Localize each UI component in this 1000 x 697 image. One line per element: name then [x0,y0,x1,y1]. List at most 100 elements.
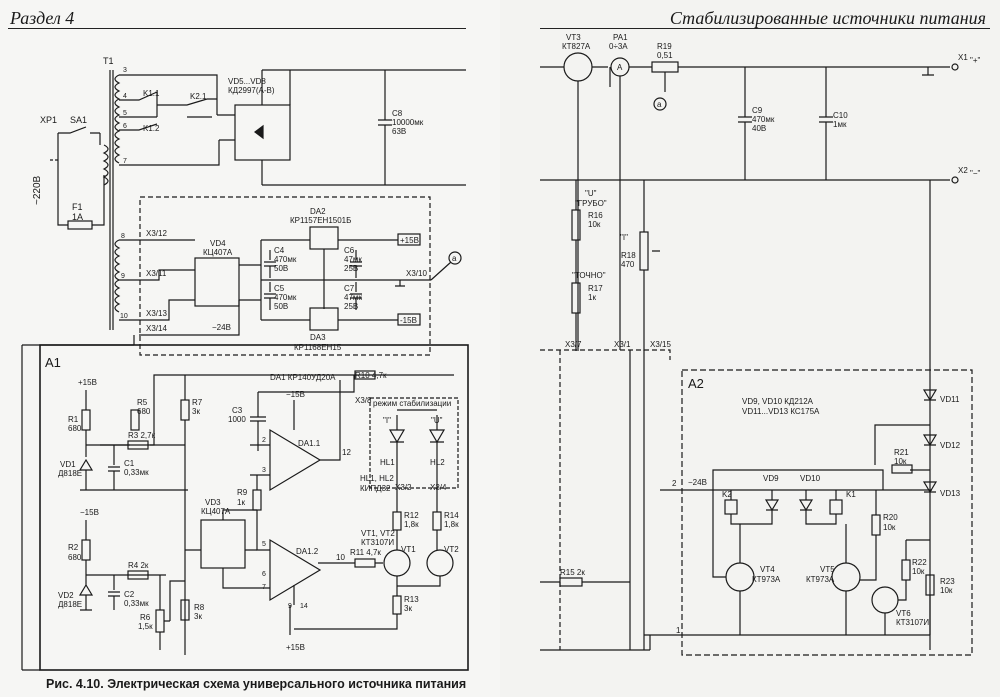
resistor-r12 [392,511,402,531]
m15-label: -15В [400,316,417,325]
c9-label: C9 [752,106,763,115]
c7-label: C7 [344,284,355,293]
c6-voltage: 25В [344,264,358,273]
resistor-r15 [559,577,583,587]
led-hl1-hl2 [388,429,446,444]
node-a-label: a [452,254,457,263]
bridge-vd4 [194,257,240,307]
c8-value: 10000мк [392,118,424,127]
resistor-r20 [871,514,881,536]
r6-value: 1,5к [138,622,153,631]
x32-label: X3/2 [395,483,412,492]
vt4-label: VT4 [760,565,775,574]
transformer-t1: T1 3 4 5 6 7 8 9 10 [102,56,139,330]
svg-text:9: 9 [121,273,125,280]
bridge-label: VD5...VD8 [228,77,266,86]
aux-supply: X3/12 X3/11 X3/13 X3/14 VD4 КЦ407А DA2 К… [139,207,462,352]
r5-value: 680 [137,407,151,416]
board-a2-content: A2 VD9, VD10 КД212А VD11...VD13 КС175А V… [540,376,961,651]
resistor-r9 [252,489,262,511]
svg-text:6: 6 [262,571,266,578]
r1-label: R1 [68,415,79,424]
svg-text:3: 3 [123,67,127,74]
svg-text:10: 10 [120,313,128,320]
transistor-vt5 [831,562,861,592]
mode-indicator-box [369,397,459,489]
vd10-label: VD10 [800,474,821,483]
zener-vd11-13 [922,389,938,494]
resistor-r3 [127,440,149,450]
m15-terminal [397,313,421,326]
node-a-right-label: a [657,100,662,109]
k21-label: K2.1 [190,92,207,101]
c10-value: 1мк [833,120,847,129]
da11-label: DA1.1 [298,439,321,448]
hl1-i: "I" [383,416,391,425]
board-a2 [681,369,973,656]
hlv-label: HL1, HL2 [360,474,394,483]
r19-value: 0,51 [657,51,673,60]
vd9-label: VD9 [763,474,779,483]
c7-voltage: 25В [344,302,358,311]
c2-label: C2 [124,590,135,599]
svg-text:3: 3 [262,467,266,474]
k11-label: K1.1 [143,89,160,98]
m15c-label: −15В [80,508,99,517]
t1-label: T1 [103,56,114,66]
x1-polarity: "+" [970,56,981,65]
board-a1 [39,344,469,671]
x1-label: X1 [958,53,968,62]
r21-label: R21 [894,448,909,457]
r20-value: 10к [883,523,896,532]
svg-text:1: 1 [676,626,681,635]
c10-label: C10 [833,111,848,120]
c4-voltage: 50В [274,264,288,273]
transistor-vt4 [725,562,755,592]
c3-value: 1000 [228,415,246,424]
r2-label: R2 [68,543,79,552]
hl1-label: HL1 [380,458,395,467]
p15c-label: +15В [286,643,305,652]
resistor-r21 [891,464,913,474]
r14-label: R14 [444,511,459,520]
i-label: "I" [620,233,628,242]
vd1-label: VD1 [60,460,76,469]
header-rule [8,28,466,29]
resistor-r22 [901,559,911,581]
x310-label: X3/10 [406,269,427,278]
c5-value: 470мк [274,293,297,302]
r9-value: 1к [237,498,245,507]
r8-value: 3к [194,612,202,621]
vd13-label: VD13 [940,489,961,498]
r17-label: R17 [588,284,603,293]
vd1-type: Д818Е [58,469,82,478]
relay-k2 [724,499,738,515]
svg-text:10: 10 [336,553,345,562]
resistor-r14 [432,511,442,531]
p15b-label: +15В [78,378,97,387]
vd2-type: Д818Е [58,600,82,609]
svg-text:8: 8 [121,233,125,240]
svg-text:4: 4 [123,93,127,100]
r22-value: 10к [912,567,925,576]
c3-label: C3 [232,406,243,415]
svg-text:5: 5 [262,541,266,548]
r8-label: R8 [194,603,205,612]
relay-contacts: K1.1 K1.2 K2.1 [129,74,220,166]
hlv-type: КИПД32 [360,484,391,493]
c4-label: C4 [274,246,285,255]
a1-label: A1 [45,355,61,370]
bridge-vd3 [200,519,246,569]
x2-label: X2 [958,166,968,175]
sa1-label: SA1 [70,115,87,125]
vd11-label: VD11 [940,395,960,404]
resistor-r1 [81,409,91,431]
c1-value: 0,33мк [124,468,149,477]
pot-r17 [571,282,581,314]
node-a-right [653,97,667,111]
x313-label: X3/13 [146,309,167,318]
r5-label: R5 [137,398,148,407]
r14-value: 1,8к [444,520,459,529]
svg-text:2: 2 [262,437,266,444]
x38-label: X3/8 [355,396,372,405]
